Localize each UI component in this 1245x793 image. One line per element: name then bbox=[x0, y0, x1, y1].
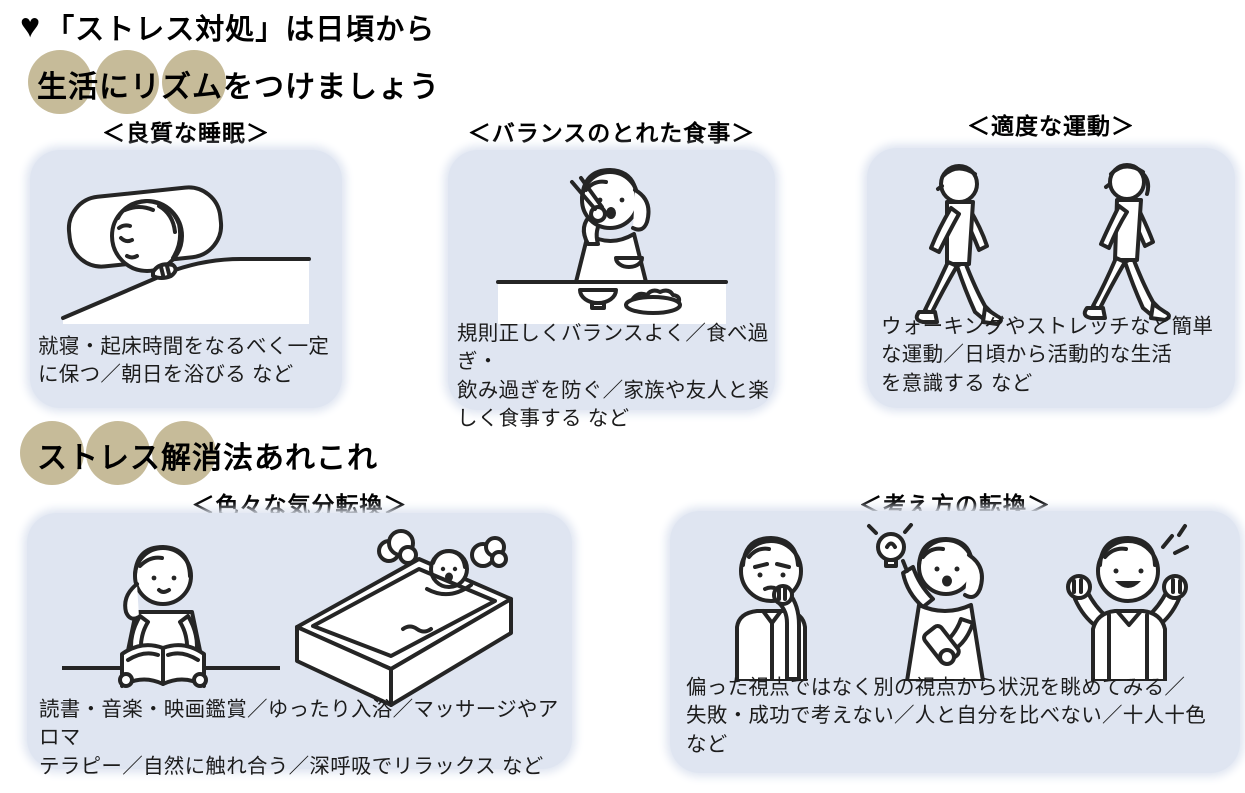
card-title-meal: ＜バランスのとれた食事＞ bbox=[467, 120, 756, 146]
page-title-text: 「ストレス対処」は日頃から bbox=[45, 14, 436, 46]
heart-icon: ♥ bbox=[20, 7, 42, 45]
section-heading-relief: ストレス解消法あれこれ bbox=[37, 442, 378, 475]
section-heading-rhythm: 生活にリズムをつけましょう bbox=[37, 71, 440, 104]
accent-circle bbox=[20, 421, 84, 485]
changing-perspective-people-illustration bbox=[735, 523, 1189, 681]
accent-circle bbox=[152, 421, 216, 485]
card-thinking-change: 偏った視点ではなく別の視点から状況を眺めてみる／ 失敗・成功で考えない／人と自分… bbox=[670, 511, 1240, 773]
card-sleep: 就寝・起床時間をなるべく一定 に保つ／朝日を浴びる など bbox=[30, 150, 342, 408]
accent-circle bbox=[86, 421, 150, 485]
card-title-sleep: ＜良質な睡眠＞ bbox=[102, 120, 270, 146]
card-caption-meal: 規則正しくバランスよく／食べ過ぎ・ 飲み過ぎを防ぐ／家族や友人と楽 しく食事する… bbox=[457, 322, 769, 430]
woman-eating-meal-illustration bbox=[496, 168, 728, 324]
card-caption-mood: 読書・音楽・映画鑑賞／ゆったり入浴／マッサージやアロマ テラピー／自然に触れ合う… bbox=[39, 698, 559, 778]
accent-circle bbox=[28, 50, 92, 114]
card-title-exercise: ＜適度な運動＞ bbox=[967, 113, 1135, 139]
page-title: ♥ 「ストレス対処」は日頃から bbox=[20, 6, 435, 48]
person-in-bathtub-illustration bbox=[295, 529, 513, 707]
card-caption-sleep: 就寝・起床時間をなるべく一定 に保つ／朝日を浴びる など bbox=[38, 335, 330, 387]
accent-circle bbox=[162, 50, 226, 114]
card-meal: 規則正しくバランスよく／食べ過ぎ・ 飲み過ぎを防ぐ／家族や友人と楽 しく食事する… bbox=[448, 150, 775, 430]
card-caption-exercise: ウォーキングやストレッチなど簡単 な運動／日頃から活動的な生活 を意識する など bbox=[881, 315, 1214, 395]
two-people-walking-illustration bbox=[914, 163, 1171, 326]
reading-woman-illustration bbox=[62, 545, 280, 688]
card-exercise: ウォーキングやストレッチなど簡単 な運動／日頃から活動的な生活 を意識する など bbox=[867, 148, 1235, 408]
sleeping-person-illustration bbox=[61, 185, 311, 324]
card-caption-thinking: 偏った視点ではなく別の視点から状況を眺めてみる／ 失敗・成功で考えない／人と自分… bbox=[686, 676, 1206, 756]
card-mood-change: 読書・音楽・映画鑑賞／ゆったり入浴／マッサージやアロマ テラピー／自然に触れ合う… bbox=[27, 513, 572, 778]
accent-circle bbox=[95, 50, 159, 114]
